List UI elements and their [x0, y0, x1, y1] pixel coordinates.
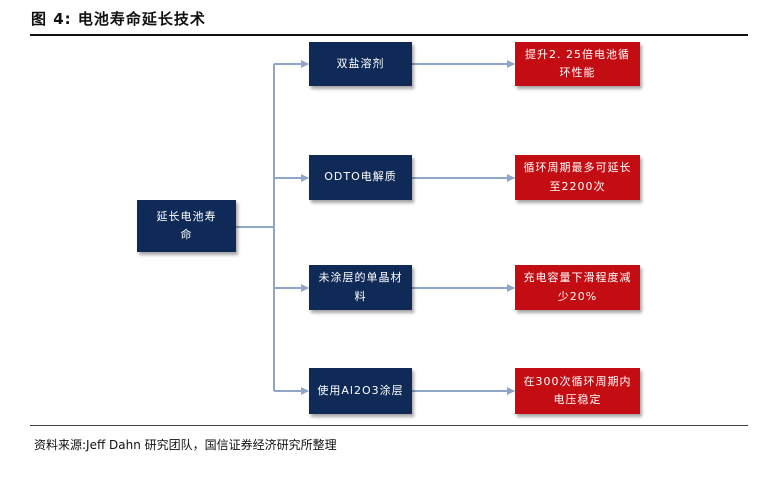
- technique-node-3: 未涂层的单晶材料: [309, 265, 412, 310]
- effect-node-4: 在300次循环周期内电压稳定: [515, 368, 640, 414]
- top-rule: [30, 34, 748, 36]
- effect-node-3: 充电容量下滑程度减少20%: [515, 265, 640, 310]
- technique-node-1: 双盐溶剂: [309, 42, 412, 86]
- figure-title: 图 4: 电池寿命延长技术: [31, 10, 206, 28]
- source-note: 资料来源:Jeff Dahn 研究团队，国信证券经济研究所整理: [34, 438, 337, 452]
- effect-node-2: 循环周期最多可延长至2200次: [515, 155, 640, 200]
- effect-node-1: 提升2. 25倍电池循环性能: [515, 42, 640, 86]
- technique-node-4: 使用Al2O3涂层: [309, 368, 412, 414]
- technique-node-2: ODTO电解质: [309, 155, 412, 200]
- root-node: 延长电池寿命: [137, 200, 236, 252]
- bottom-rule: [30, 425, 748, 426]
